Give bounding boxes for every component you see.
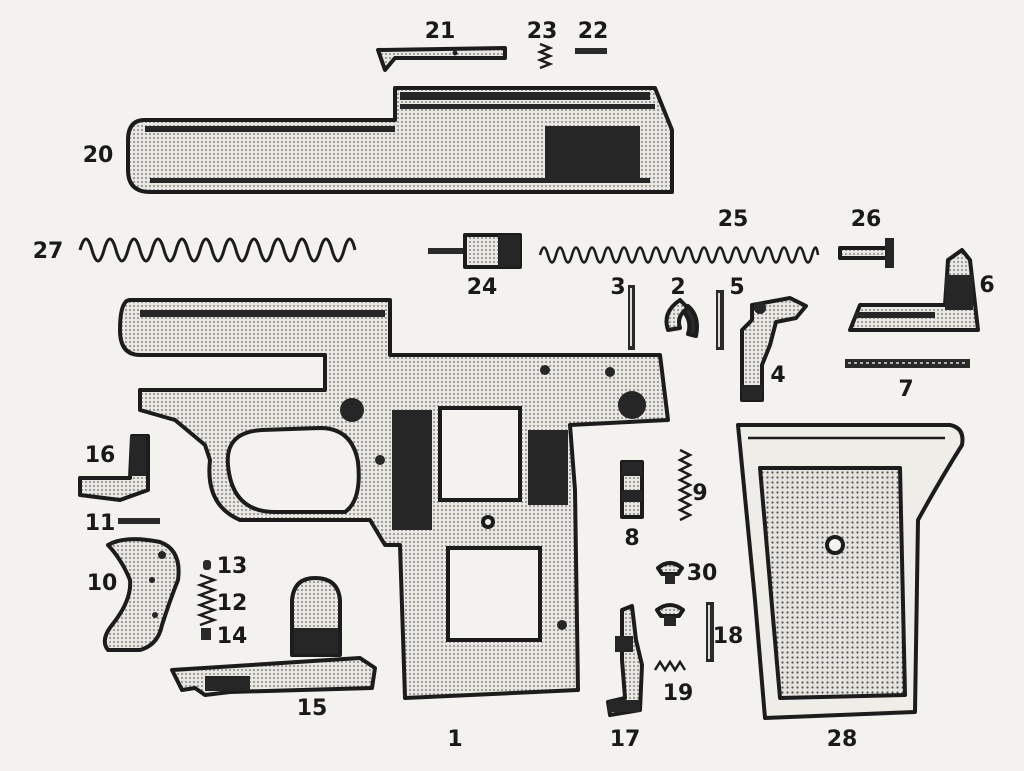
part-7-spring (845, 359, 970, 368)
label-24: 24 (467, 275, 498, 300)
label-13: 13 (217, 554, 248, 579)
label-19: 19 (663, 681, 694, 706)
part-19-spring (653, 659, 687, 673)
label-26: 26 (851, 207, 882, 232)
part-13-12-14-spring-assembly (196, 560, 218, 640)
part-20-slide (126, 86, 674, 194)
label-22: 22 (578, 19, 609, 44)
label-25: 25 (718, 207, 749, 232)
label-18: 18 (713, 624, 744, 649)
label-6: 6 (979, 273, 994, 298)
part-16-stop (78, 434, 150, 502)
label-11: 11 (85, 511, 116, 536)
label-28: 28 (827, 727, 858, 752)
label-21: 21 (425, 19, 456, 44)
part-10-trigger (102, 537, 181, 652)
label-17: 17 (610, 727, 641, 752)
part-22-pin (575, 48, 607, 54)
label-23: 23 (527, 19, 558, 44)
part-21-extractor (376, 46, 507, 72)
part-11-pin (118, 518, 160, 524)
part-30-screw-2 (655, 603, 685, 626)
part-5-pin (716, 290, 724, 350)
label-15: 15 (297, 696, 328, 721)
part-3-pin (628, 285, 635, 350)
label-16: 16 (85, 443, 116, 468)
part-28-grip (736, 423, 965, 720)
part-1-frame (118, 298, 670, 700)
label-8: 8 (624, 526, 639, 551)
label-10: 10 (87, 571, 118, 596)
part-8-block (620, 460, 644, 519)
part-17-disconnector (606, 604, 644, 717)
label-1: 1 (447, 727, 462, 752)
part-24-firing-pin (428, 233, 522, 269)
label-3: 3 (610, 275, 625, 300)
part-23-spring (536, 42, 554, 70)
part-26-pin (838, 238, 894, 268)
part-4-hammer (740, 296, 808, 402)
label-12: 12 (217, 591, 248, 616)
label-27: 27 (33, 239, 64, 264)
part-30-screw (656, 561, 684, 584)
label-20: 20 (83, 143, 114, 168)
label-2: 2 (670, 275, 685, 300)
part-2-spring-clip (664, 298, 699, 338)
label-14: 14 (217, 624, 248, 649)
label-4: 4 (770, 363, 785, 388)
part-25-spring (538, 246, 820, 264)
part-27-spring (78, 237, 357, 263)
part-6-safety (848, 248, 980, 332)
part-18-pin (706, 602, 714, 662)
label-5: 5 (729, 275, 744, 300)
label-9: 9 (692, 481, 707, 506)
part-9-spring (677, 448, 693, 522)
part-15-magazine-catch (170, 576, 377, 697)
label-30: 30 (687, 561, 718, 586)
label-7: 7 (898, 377, 913, 402)
